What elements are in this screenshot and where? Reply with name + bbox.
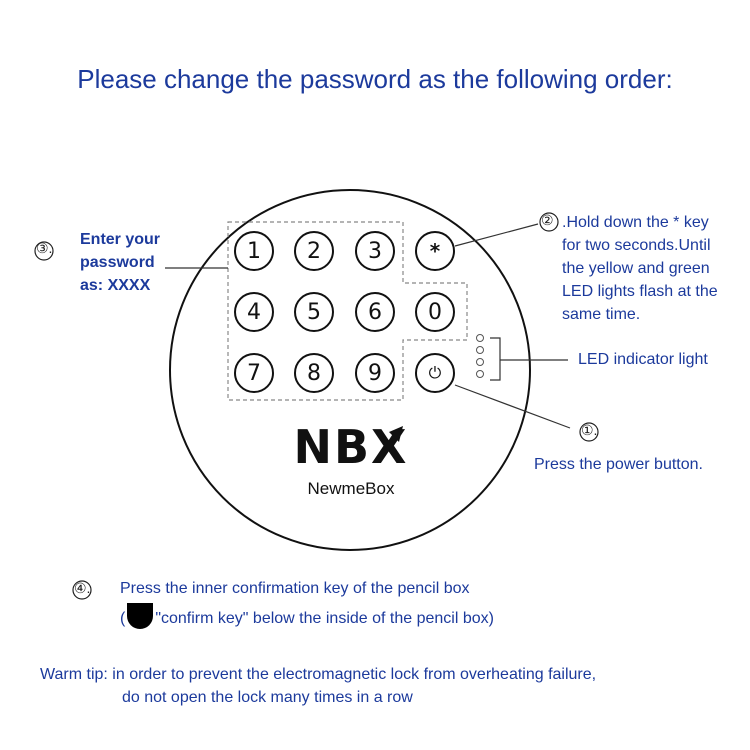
step1-text: Press the power button. (534, 456, 703, 473)
step2-text: .Hold down the * key for two seconds.Unt… (562, 214, 718, 323)
key-2[interactable]: 2 (294, 231, 334, 271)
led-indicator-label: LED indicator light (578, 351, 708, 368)
pencil-icon (389, 426, 403, 442)
key-0[interactable]: 0 (415, 292, 455, 332)
key-star[interactable]: * (415, 231, 455, 271)
led-bracket (490, 337, 501, 381)
step3-marker: ③. (36, 240, 53, 256)
brand-name: NewmeBox (307, 479, 395, 498)
step1-marker-circle (579, 422, 599, 442)
step4-marker-circle (72, 580, 92, 600)
step3-marker-circle (34, 241, 54, 261)
brand-logo: NBX (293, 420, 409, 474)
power-button[interactable]: ⏻ (415, 353, 455, 393)
key-3[interactable]: 3 (355, 231, 395, 271)
step1-pointer (454, 384, 571, 429)
key-7[interactable]: 7 (234, 353, 274, 393)
keypad-region (227, 221, 468, 401)
warm-tip-line2: do not open the lock many times in a row (122, 689, 413, 706)
step4-line1: Press the inner confirmation key of the … (120, 580, 470, 597)
key-9[interactable]: 9 (355, 353, 395, 393)
step2-marker: ② (541, 212, 554, 228)
led-indicator (476, 334, 484, 378)
key-5[interactable]: 5 (294, 292, 334, 332)
key-4[interactable]: 4 (234, 292, 274, 332)
step2-pointer (454, 223, 539, 247)
key-8[interactable]: 8 (294, 353, 334, 393)
step1-marker: ①. (581, 422, 598, 438)
key-6[interactable]: 6 (355, 292, 395, 332)
key-1[interactable]: 1 (234, 231, 274, 271)
step3-text: Enter your password as: XXXX (80, 231, 161, 294)
step4-marker: ④. (74, 580, 91, 596)
power-icon: ⏻ (428, 363, 442, 382)
step2-marker-circle (539, 212, 559, 232)
page-title: Please change the password as the follow… (77, 64, 673, 94)
confirm-key-icon (127, 603, 154, 629)
warm-tip-line1: Warm tip: in order to prevent the electr… (40, 666, 597, 683)
step4-line2: ("confirm key" below the inside of the p… (120, 603, 494, 629)
lock-outline (169, 189, 531, 551)
